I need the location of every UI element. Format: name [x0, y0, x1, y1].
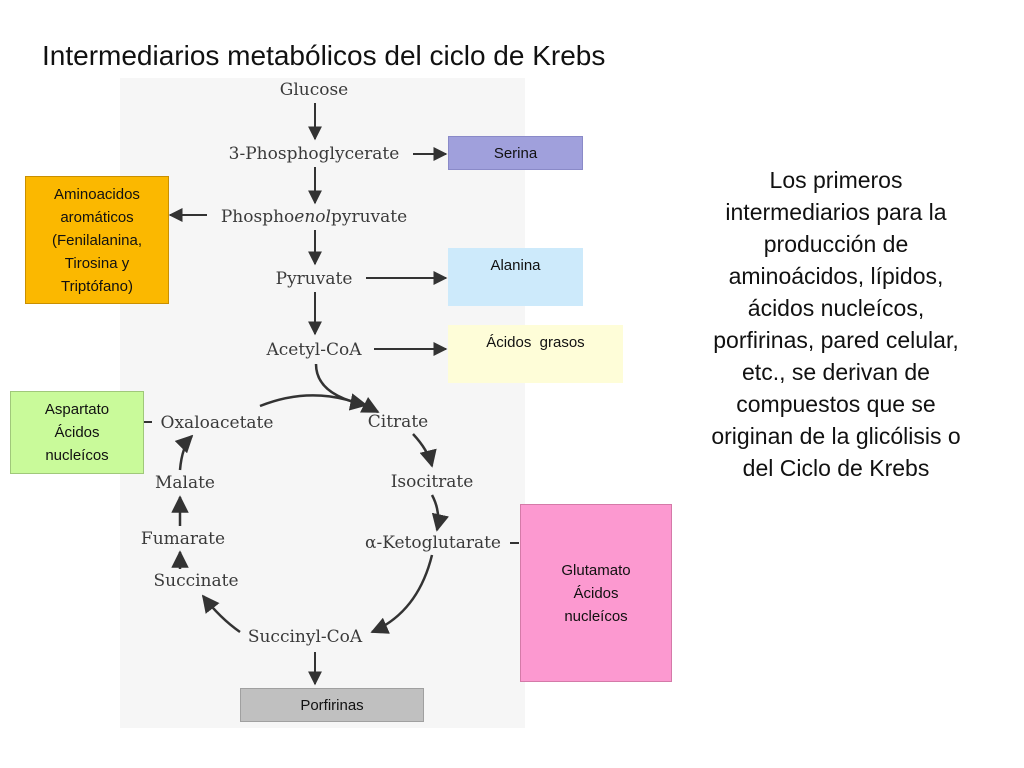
aspartato-line: Aspartato: [44, 401, 110, 418]
arrow-citrate-to-isocitrate: [412, 433, 437, 468]
product-box-porfirinas: Porfirinas: [240, 688, 424, 722]
serina-label: Serina: [493, 144, 538, 162]
node-pyruvate: Pyruvate: [276, 269, 353, 289]
node-malate: Malate: [155, 473, 215, 493]
glutamato-line: nucleícos: [564, 608, 628, 625]
node-3-phosphoglycerate: 3-Phosphoglycerate: [229, 144, 400, 164]
aromaticos-line: Triptófano): [61, 277, 133, 295]
description-line: aminoácidos, lípidos,: [728, 263, 944, 289]
aspartato-line: nucleícos: [45, 447, 109, 464]
acidos-grasos-label: Ácidos grasos: [486, 334, 585, 351]
description-line: ácidos nucleícos,: [747, 295, 925, 321]
description-line: originan de la glicólisis o: [711, 423, 961, 449]
aromaticos-line: Tirosina y: [64, 254, 130, 272]
description-text: Los primeros intermediarios para la prod…: [672, 164, 1000, 484]
node-succinate: Succinate: [153, 571, 238, 591]
aspartato-line: Ácidos: [54, 424, 100, 441]
description-line: compuestos que se: [736, 391, 936, 417]
pathway-panel: [120, 78, 525, 728]
description-line: intermediarios para la: [725, 199, 947, 225]
node-acetyl-coa: Acetyl-CoA: [266, 340, 363, 360]
arrow-malate-to-oxaloacetate: [174, 434, 194, 471]
node-alpha-ketoglutarate: α-Ketoglutarate: [365, 533, 501, 553]
aromaticos-line: Aminoacidos: [54, 185, 140, 203]
description-line: del Ciclo de Krebs: [742, 455, 930, 481]
node-glucose: Glucose: [280, 80, 349, 100]
node-fumarate: Fumarate: [141, 529, 225, 549]
product-box-serina: Serina: [448, 136, 583, 170]
arrow-ketoglutarate-to-succinylcoa: [370, 554, 434, 634]
alanina-label: Alanina: [490, 257, 541, 274]
glutamato-line: Glutamato: [561, 562, 631, 579]
page-title: Intermediarios metabólicos del ciclo de …: [42, 40, 606, 71]
product-box-alanina: Alanina: [448, 248, 583, 306]
glutamato-line: Ácidos: [573, 585, 619, 602]
pep-suffix: pyruvate: [331, 207, 407, 227]
pep-prefix: Phospho: [221, 207, 294, 227]
node-isocitrate: Isocitrate: [391, 472, 474, 492]
arrow-isocitrate-to-ketoglutarate: [430, 494, 449, 532]
pep-italic: enol: [294, 207, 331, 227]
node-citrate: Citrate: [368, 412, 428, 432]
description-line: producción de: [763, 231, 909, 257]
node-oxaloacetate: Oxaloacetate: [161, 413, 274, 433]
product-box-aromaticos: Aminoacidos aromáticos (Fenilalanina, Ti…: [25, 176, 169, 304]
product-box-glutamato: Glutamato Ácidos nucleícos: [520, 504, 672, 682]
product-box-aspartato: Aspartato Ácidos nucleícos: [10, 391, 144, 474]
node-succinyl-coa: Succinyl-CoA: [248, 627, 363, 647]
porfirinas-label: Porfirinas: [300, 696, 364, 714]
description-line: Los primeros: [769, 167, 903, 193]
description-line: porfirinas, pared celular,: [713, 327, 959, 353]
aromaticos-line: aromáticos: [60, 208, 134, 226]
arrow-oxaloacetate-to-citrate: [259, 394, 380, 414]
product-box-acidos-grasos: Ácidos grasos: [448, 325, 623, 383]
aromaticos-line: (Fenilalanina,: [51, 231, 143, 249]
node-phosphoenolpyruvate: Phosphoenolpyruvate: [221, 207, 407, 227]
arrow-succinylcoa-to-succinate: [201, 594, 241, 634]
description-line: etc., se derivan de: [742, 359, 930, 385]
